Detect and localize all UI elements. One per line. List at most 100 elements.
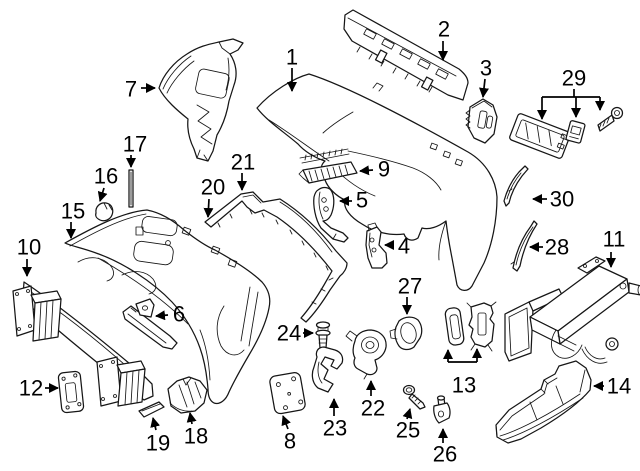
callout-25[interactable]: 25: [396, 408, 420, 443]
callout-5[interactable]: 5: [339, 188, 368, 213]
part-23-hook-bracket: [311, 346, 344, 393]
callout-20-arrow: [203, 198, 214, 218]
callout-26[interactable]: 26: [433, 428, 457, 467]
callout-10-number[interactable]: 10: [17, 235, 41, 260]
callout-29[interactable]: 29: [537, 66, 605, 120]
callout-11-number[interactable]: 11: [603, 227, 626, 252]
callout-15-number[interactable]: 15: [61, 199, 85, 224]
callout-25-arrow: [402, 408, 413, 420]
callout-23-number[interactable]: 23: [323, 416, 347, 441]
callout-14-number[interactable]: 14: [607, 374, 631, 399]
part-28-seal-strip: [510, 220, 538, 272]
part-17-molding-strip: [128, 169, 134, 208]
part-7-side-bracket: [158, 38, 244, 162]
callout-17[interactable]: 17: [123, 132, 147, 168]
part-10-impact-bar: [12, 281, 154, 407]
callouts: 1 2 3 4 5 6 7 8: [17, 17, 631, 467]
callout-6-arrow: [155, 310, 169, 321]
callout-14[interactable]: 14: [593, 374, 631, 399]
callout-7[interactable]: 7: [125, 77, 156, 102]
callout-22-number[interactable]: 22: [361, 396, 385, 421]
callout-26-number[interactable]: 26: [433, 442, 457, 467]
part-20-21-trim-molding: [204, 191, 348, 323]
callout-20-number[interactable]: 20: [201, 175, 225, 200]
callout-27-number[interactable]: 27: [398, 274, 422, 299]
part-drawings: [12, 9, 640, 444]
callout-25-number[interactable]: 25: [396, 418, 420, 443]
callout-6-number[interactable]: 6: [173, 302, 185, 327]
callout-15[interactable]: 15: [61, 199, 85, 239]
part-24-push-rivet: [315, 321, 331, 351]
callout-10[interactable]: 10: [17, 235, 41, 277]
callout-16-number[interactable]: 16: [94, 164, 118, 189]
callout-16-arrow: [97, 187, 108, 202]
callout-19-arrow: [150, 417, 161, 431]
callout-9[interactable]: 9: [359, 157, 390, 182]
callout-11[interactable]: 11: [603, 227, 626, 268]
part-26-stud-plate: [433, 395, 451, 424]
part-5-support-bracket: [313, 186, 349, 243]
part-12-cover-plate: [57, 370, 85, 414]
callout-28[interactable]: 28: [529, 235, 569, 260]
part-13-bracket-pair: [444, 301, 497, 352]
callout-29-bracket: [542, 89, 600, 98]
callout-18-arrow: [186, 412, 197, 425]
callout-22[interactable]: 22: [361, 380, 385, 421]
callout-30[interactable]: 30: [532, 187, 574, 212]
callout-8-arrow: [281, 415, 291, 430]
part-15-lower-panel: [64, 209, 271, 405]
callout-1[interactable]: 1: [286, 45, 298, 92]
callout-17-number[interactable]: 17: [123, 132, 147, 157]
callout-20[interactable]: 20: [201, 175, 225, 218]
callout-7-number[interactable]: 7: [125, 77, 137, 102]
part-11-trailer-hitch: [504, 256, 640, 364]
callout-19-number[interactable]: 19: [146, 431, 170, 456]
callout-4[interactable]: 4: [384, 234, 410, 259]
part-30-seal-strip: [503, 165, 529, 207]
callout-3-number[interactable]: 3: [480, 56, 492, 81]
callout-3-arrow: [479, 78, 489, 98]
part-4-mount-bracket: [365, 222, 388, 269]
part-16-clip: [95, 202, 114, 222]
part-6-lower-bracket: [122, 298, 178, 350]
part-2-impact-absorber: [343, 9, 469, 101]
callout-8-number[interactable]: 8: [284, 429, 296, 454]
callout-5-number[interactable]: 5: [356, 188, 368, 213]
part-3-corner-bracket: [465, 98, 498, 144]
callout-9-arrow: [359, 165, 374, 176]
callout-12-number[interactable]: 12: [19, 376, 43, 401]
callout-21-number[interactable]: 21: [231, 150, 255, 175]
callout-8[interactable]: 8: [281, 415, 296, 454]
callout-2[interactable]: 2: [438, 17, 450, 61]
callout-23[interactable]: 23: [323, 398, 347, 441]
callout-24-number[interactable]: 24: [277, 321, 301, 346]
callout-13-number[interactable]: 13: [452, 373, 476, 398]
callout-6[interactable]: 6: [155, 302, 185, 327]
part-27-grommet-plate: [389, 316, 423, 351]
callout-18[interactable]: 18: [184, 412, 208, 449]
part-25-screw: [402, 384, 426, 410]
callout-18-number[interactable]: 18: [184, 424, 208, 449]
callout-3[interactable]: 3: [479, 56, 492, 98]
part-29-screw: [597, 106, 624, 132]
part-8-access-plate: [269, 372, 306, 415]
part-14-lower-deflector: [495, 360, 592, 444]
part-9-support-strip: [298, 161, 358, 184]
part-19-pad-strip: [138, 401, 165, 418]
callout-2-number[interactable]: 2: [438, 17, 450, 42]
callout-28-number[interactable]: 28: [545, 235, 569, 260]
callout-29-number[interactable]: 29: [562, 66, 586, 91]
callout-13[interactable]: 13: [443, 348, 482, 398]
callout-12[interactable]: 12: [19, 376, 59, 401]
callout-30-number[interactable]: 30: [550, 187, 574, 212]
callout-24[interactable]: 24: [277, 321, 314, 346]
callout-4-number[interactable]: 4: [398, 234, 410, 259]
callout-19[interactable]: 19: [146, 417, 170, 456]
callout-9-number[interactable]: 9: [378, 157, 390, 182]
callout-1-number[interactable]: 1: [286, 45, 298, 70]
callout-27[interactable]: 27: [398, 274, 422, 315]
callout-21[interactable]: 21: [231, 150, 255, 191]
callout-16[interactable]: 16: [94, 164, 118, 202]
